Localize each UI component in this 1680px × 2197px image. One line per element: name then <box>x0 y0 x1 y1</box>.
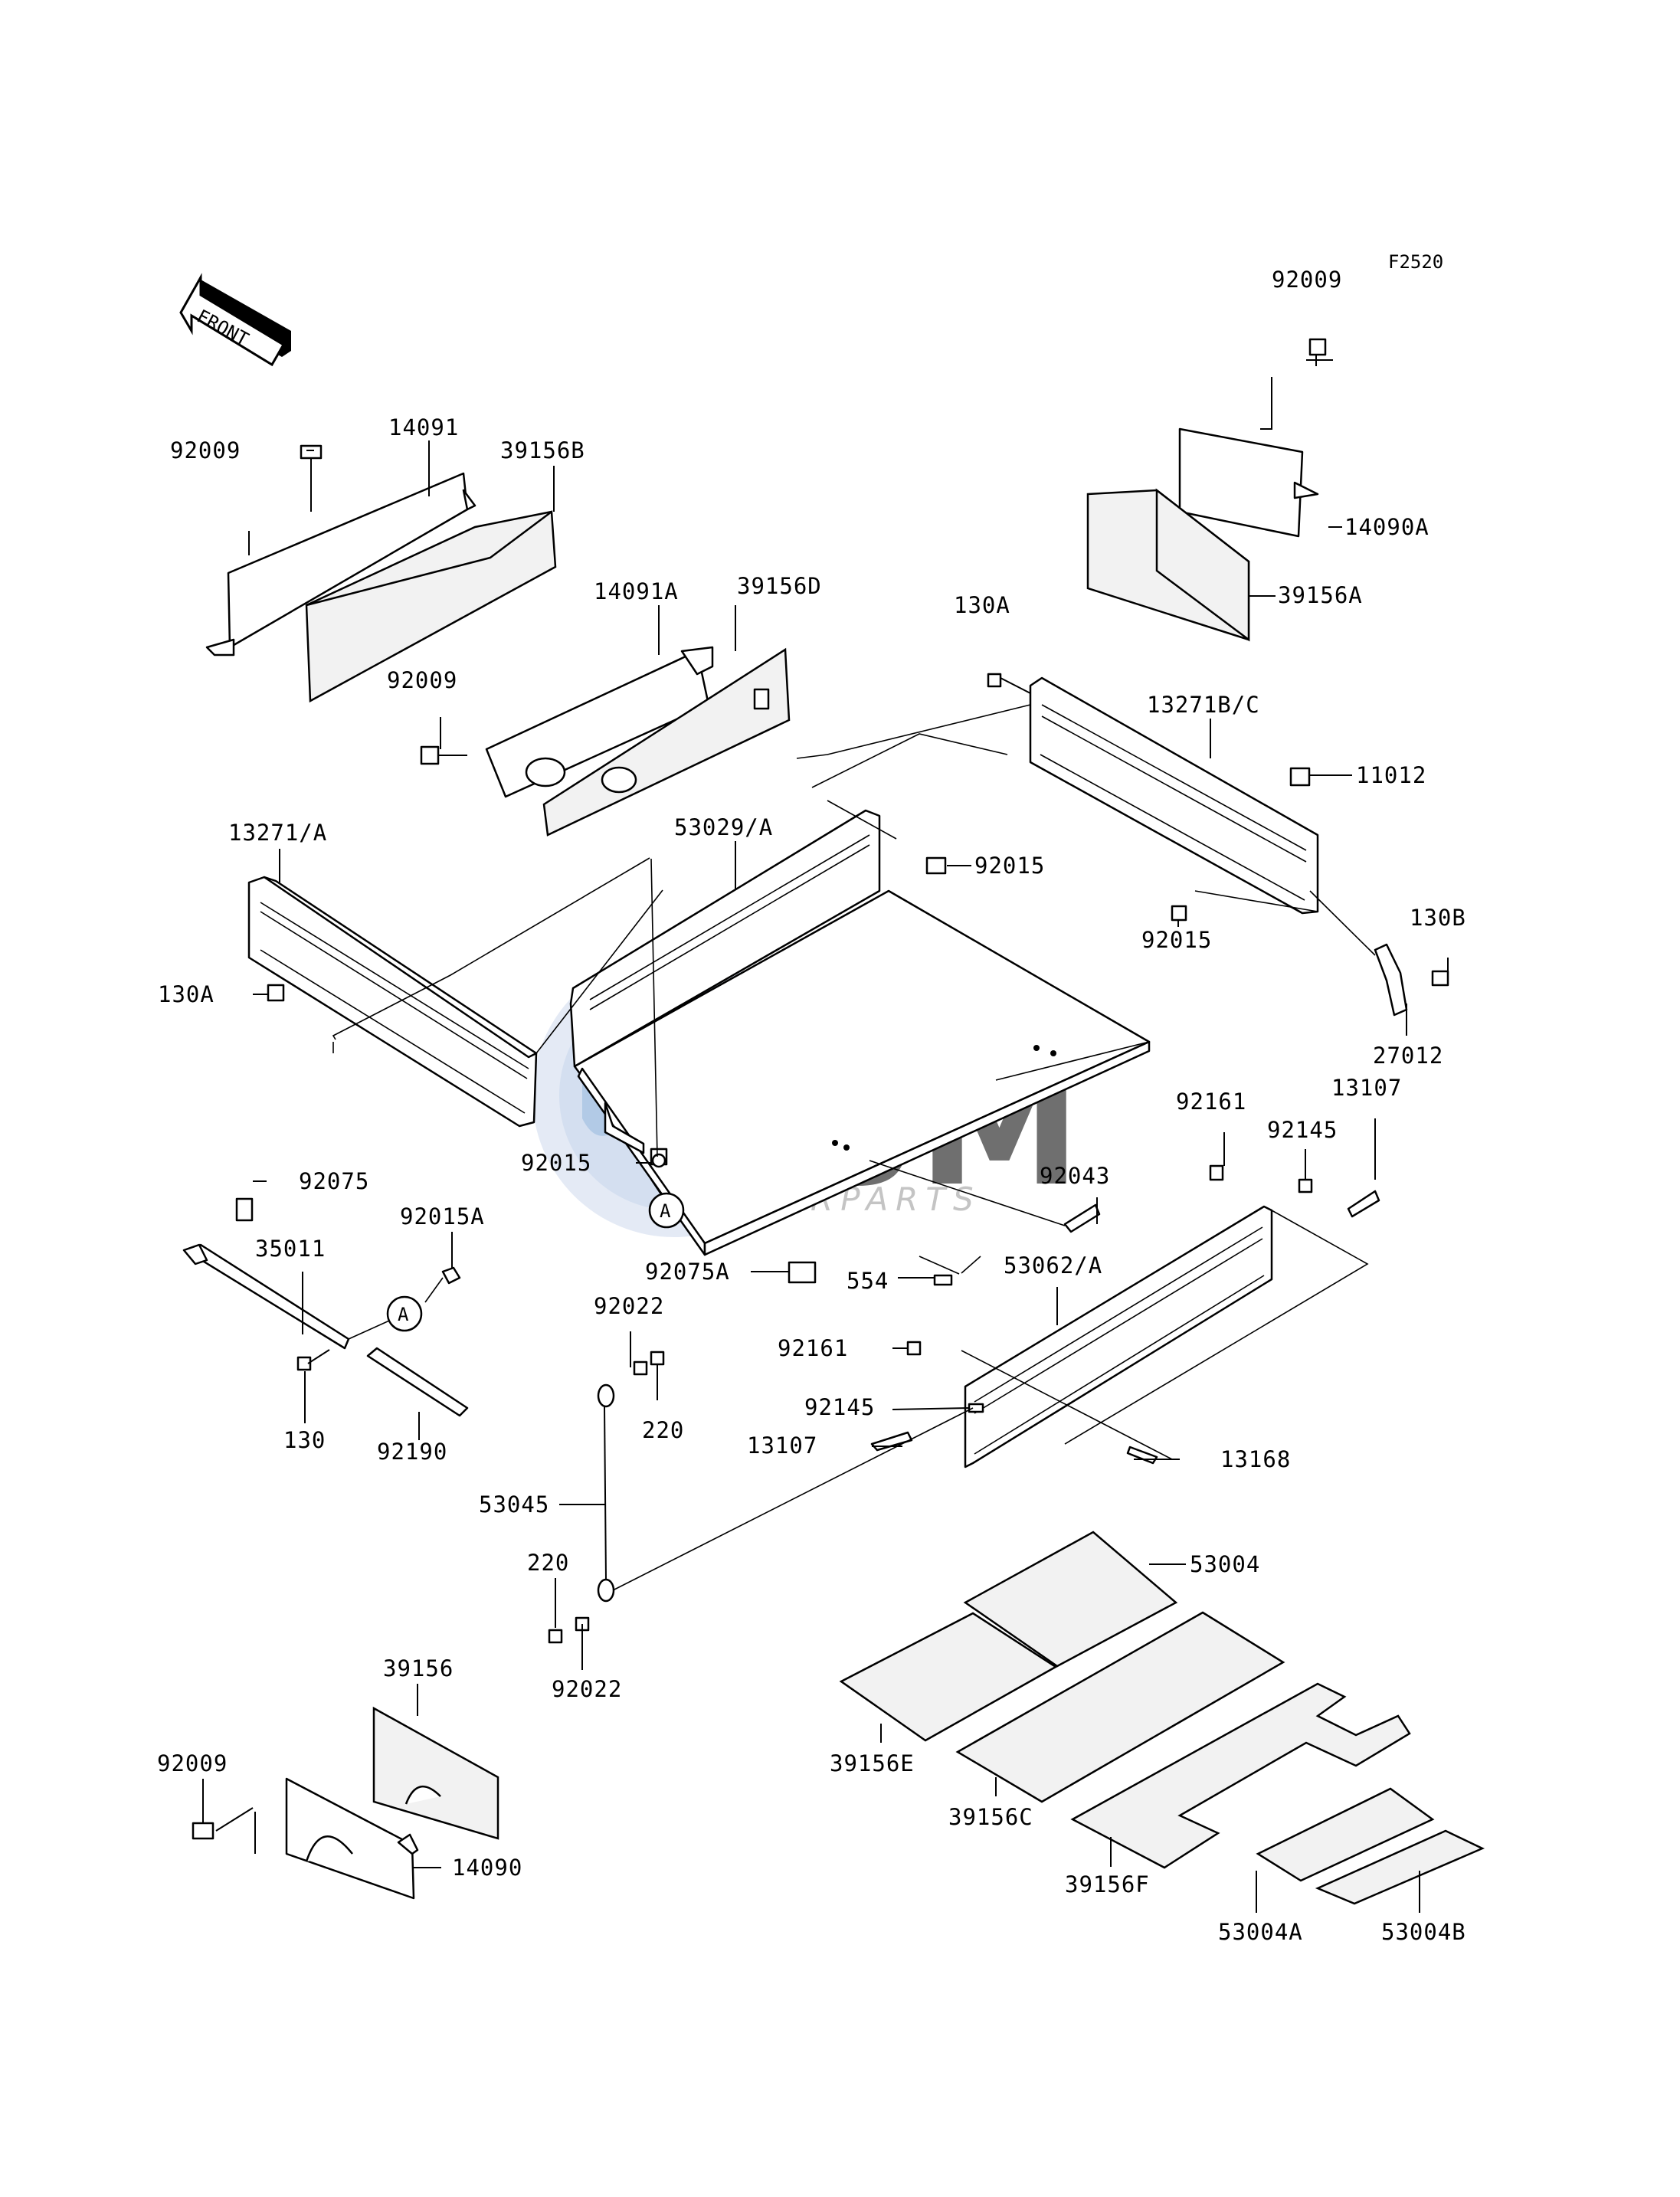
label-130A-left: 130A <box>158 981 215 1007</box>
label-92015-a: 92015 <box>974 853 1045 879</box>
mat-39156E <box>839 1612 1058 1742</box>
label-53062A: 53062/A <box>1004 1252 1102 1279</box>
guard-14091A <box>420 646 714 798</box>
panel-13271BC <box>1029 676 1408 1017</box>
pad-39156 <box>372 1706 499 1840</box>
callout-a-bottom: A <box>386 1295 423 1332</box>
mat-53004A <box>1256 1787 1435 1882</box>
part-labels: 92009 14090A 39156A 92009 14091 39156B 1… <box>157 267 1466 1945</box>
label-92015-b: 92015 <box>1141 927 1212 953</box>
label-220-bottom: 220 <box>527 1550 569 1576</box>
front-arrow: FRONT <box>179 273 291 367</box>
label-53004: 53004 <box>1190 1551 1260 1577</box>
label-11012: 11012 <box>1356 762 1426 788</box>
guard-14090A <box>1178 338 1333 538</box>
label-92145-right: 92145 <box>1267 1117 1338 1143</box>
figure-code: F2520 <box>1388 251 1443 273</box>
pin-92190 <box>366 1347 469 1417</box>
label-13107-right: 13107 <box>1331 1075 1402 1101</box>
label-92015A: 92015A <box>400 1203 485 1229</box>
label-53029A: 53029/A <box>674 814 773 840</box>
guard-14091 <box>205 444 476 656</box>
nut-92015A <box>441 1266 461 1285</box>
label-13107-left: 13107 <box>747 1432 817 1459</box>
label-220-top: 220 <box>642 1417 684 1443</box>
rod-53045 <box>597 1383 615 1603</box>
pad-39156B <box>305 510 557 703</box>
label-14090A: 14090A <box>1344 514 1429 540</box>
pad-39156D <box>542 647 791 837</box>
label-92161-right: 92161 <box>1176 1089 1246 1115</box>
label-39156D: 39156D <box>737 573 822 599</box>
pad-39156A <box>1086 488 1250 642</box>
label-39156E: 39156E <box>830 1750 915 1776</box>
label-92022-top: 92022 <box>594 1293 664 1319</box>
mat-53004B <box>1315 1829 1485 1905</box>
label-92022-bottom: 92022 <box>552 1676 622 1702</box>
label-92015-c: 92015 <box>521 1150 591 1176</box>
mat-39156F <box>1070 1682 1411 1869</box>
tailgate-53062A <box>964 1205 1273 1468</box>
label-14091: 14091 <box>388 414 459 440</box>
label-27012: 27012 <box>1373 1043 1443 1069</box>
guard-14090 <box>192 1777 419 1900</box>
svg-text:A: A <box>398 1304 409 1325</box>
label-92009-top-right: 92009 <box>1272 267 1342 293</box>
label-92043: 92043 <box>1040 1163 1110 1189</box>
label-92009-middle: 92009 <box>387 667 457 693</box>
label-130B: 130B <box>1410 905 1466 931</box>
label-39156F: 39156F <box>1065 1871 1150 1897</box>
hardware <box>267 673 1449 1644</box>
label-130A-right: 130A <box>954 592 1010 618</box>
label-92190: 92190 <box>377 1439 447 1465</box>
label-92145-left: 92145 <box>804 1394 875 1420</box>
label-39156C: 39156C <box>948 1804 1033 1830</box>
leader-lines <box>202 440 1449 1913</box>
bolt-130 <box>296 1349 330 1371</box>
callout-a-top: A <box>648 1192 685 1229</box>
label-92009-top-left: 92009 <box>170 437 241 463</box>
label-39156B: 39156B <box>500 437 585 463</box>
label-14090: 14090 <box>452 1855 522 1881</box>
label-13271BC: 13271B/C <box>1147 692 1260 718</box>
label-53004B: 53004B <box>1381 1919 1466 1945</box>
mat-53004 <box>963 1531 1178 1668</box>
label-53045: 53045 <box>479 1491 549 1518</box>
label-39156: 39156 <box>383 1655 454 1681</box>
label-13271A: 13271/A <box>228 820 327 846</box>
label-39156A: 39156A <box>1278 582 1363 608</box>
label-53004A: 53004A <box>1218 1919 1303 1945</box>
label-92075A: 92075A <box>645 1259 730 1285</box>
mat-39156C <box>955 1611 1285 1803</box>
label-13168: 13168 <box>1220 1446 1291 1472</box>
label-35011: 35011 <box>255 1236 326 1262</box>
svg-text:A: A <box>660 1200 671 1222</box>
panel-13271A <box>247 876 538 1128</box>
label-92161-left: 92161 <box>778 1335 848 1361</box>
label-130: 130 <box>283 1427 326 1453</box>
link-35011 <box>182 1197 350 1350</box>
label-92075: 92075 <box>299 1168 369 1194</box>
cargo-bed-53029A <box>569 809 1151 1256</box>
label-92009-bottom-left: 92009 <box>157 1750 228 1776</box>
label-554: 554 <box>847 1268 889 1294</box>
label-14091A: 14091A <box>594 578 679 604</box>
